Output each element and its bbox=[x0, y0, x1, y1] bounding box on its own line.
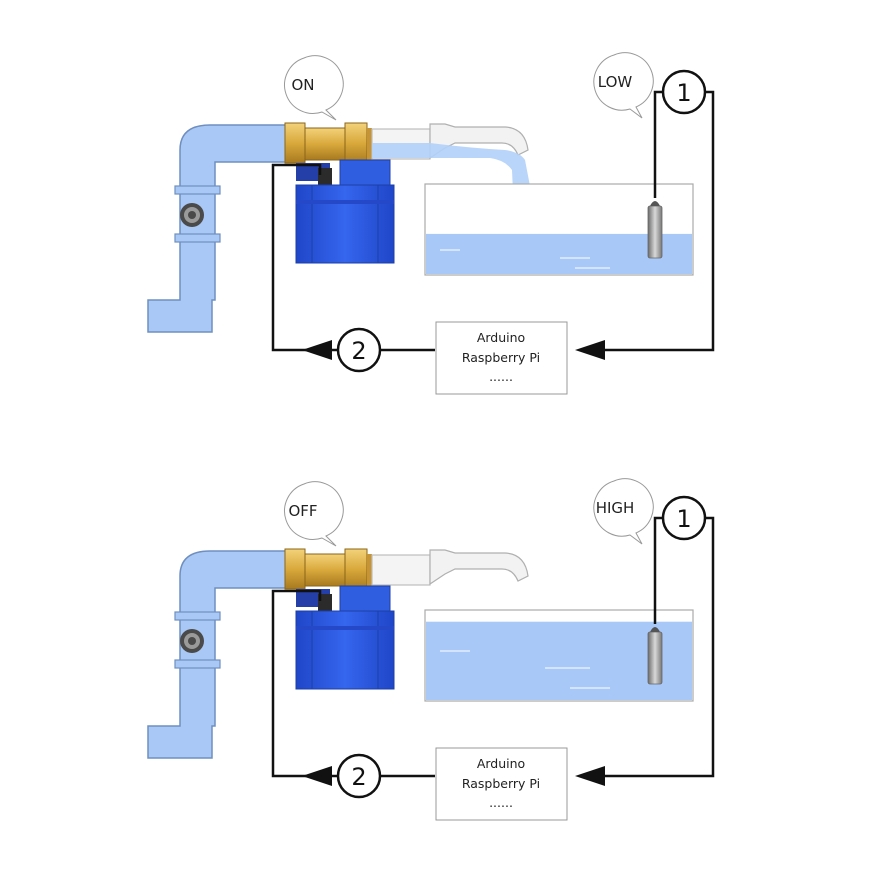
controller-marker-label: 2 bbox=[351, 337, 366, 365]
arrow-left-icon bbox=[575, 340, 605, 360]
sensor-marker: 1 bbox=[661, 69, 707, 115]
supply-pipe bbox=[147, 124, 291, 333]
valve-state-label: OFF bbox=[288, 502, 317, 520]
panel-1: 1 2 Arduino Raspberry Pi ...... ON LOW bbox=[147, 52, 715, 395]
supply-pipe bbox=[147, 550, 291, 759]
controller-marker-label: 2 bbox=[351, 763, 366, 791]
sensor-marker-label: 1 bbox=[676, 505, 691, 533]
valve-state-bubble: OFF bbox=[284, 481, 344, 547]
controller-line: ...... bbox=[489, 795, 513, 810]
arrow-left-icon bbox=[302, 766, 332, 786]
valve-state-label: ON bbox=[291, 76, 314, 94]
arrow-left-icon bbox=[302, 340, 332, 360]
level-state-label: HIGH bbox=[596, 499, 635, 517]
level-state-label: LOW bbox=[598, 73, 633, 91]
sensor-marker-label: 1 bbox=[676, 79, 691, 107]
controller-marker: 2 bbox=[336, 753, 382, 799]
controller-line: Raspberry Pi bbox=[462, 776, 540, 791]
brass-valve bbox=[284, 548, 372, 590]
level-sensor-icon bbox=[647, 201, 663, 259]
valve-actuator bbox=[295, 159, 395, 264]
controller-box: Arduino Raspberry Pi ...... bbox=[435, 321, 568, 395]
arrow-left-icon bbox=[575, 766, 605, 786]
panel-2: 1 2 Arduino Raspberry Pi ...... OFF HIGH bbox=[147, 478, 715, 821]
controller-box: Arduino Raspberry Pi ...... bbox=[435, 747, 568, 821]
level-state-bubble: HIGH bbox=[593, 478, 654, 545]
controller-line: ...... bbox=[489, 369, 513, 384]
controller-line: Raspberry Pi bbox=[462, 350, 540, 365]
level-state-bubble: LOW bbox=[593, 52, 654, 119]
valve-actuator bbox=[295, 585, 395, 690]
controller-marker: 2 bbox=[336, 327, 382, 373]
outlet-pipe bbox=[371, 549, 529, 586]
controller-line: Arduino bbox=[477, 330, 525, 345]
gear-icon bbox=[180, 629, 204, 653]
controller-line: Arduino bbox=[477, 756, 525, 771]
brass-valve bbox=[284, 122, 372, 164]
signal-wire bbox=[271, 516, 715, 778]
valve-state-bubble: ON bbox=[284, 55, 344, 121]
gear-icon bbox=[180, 203, 204, 227]
level-sensor-icon bbox=[647, 627, 663, 685]
sensor-marker: 1 bbox=[661, 495, 707, 541]
signal-wire bbox=[271, 90, 715, 352]
